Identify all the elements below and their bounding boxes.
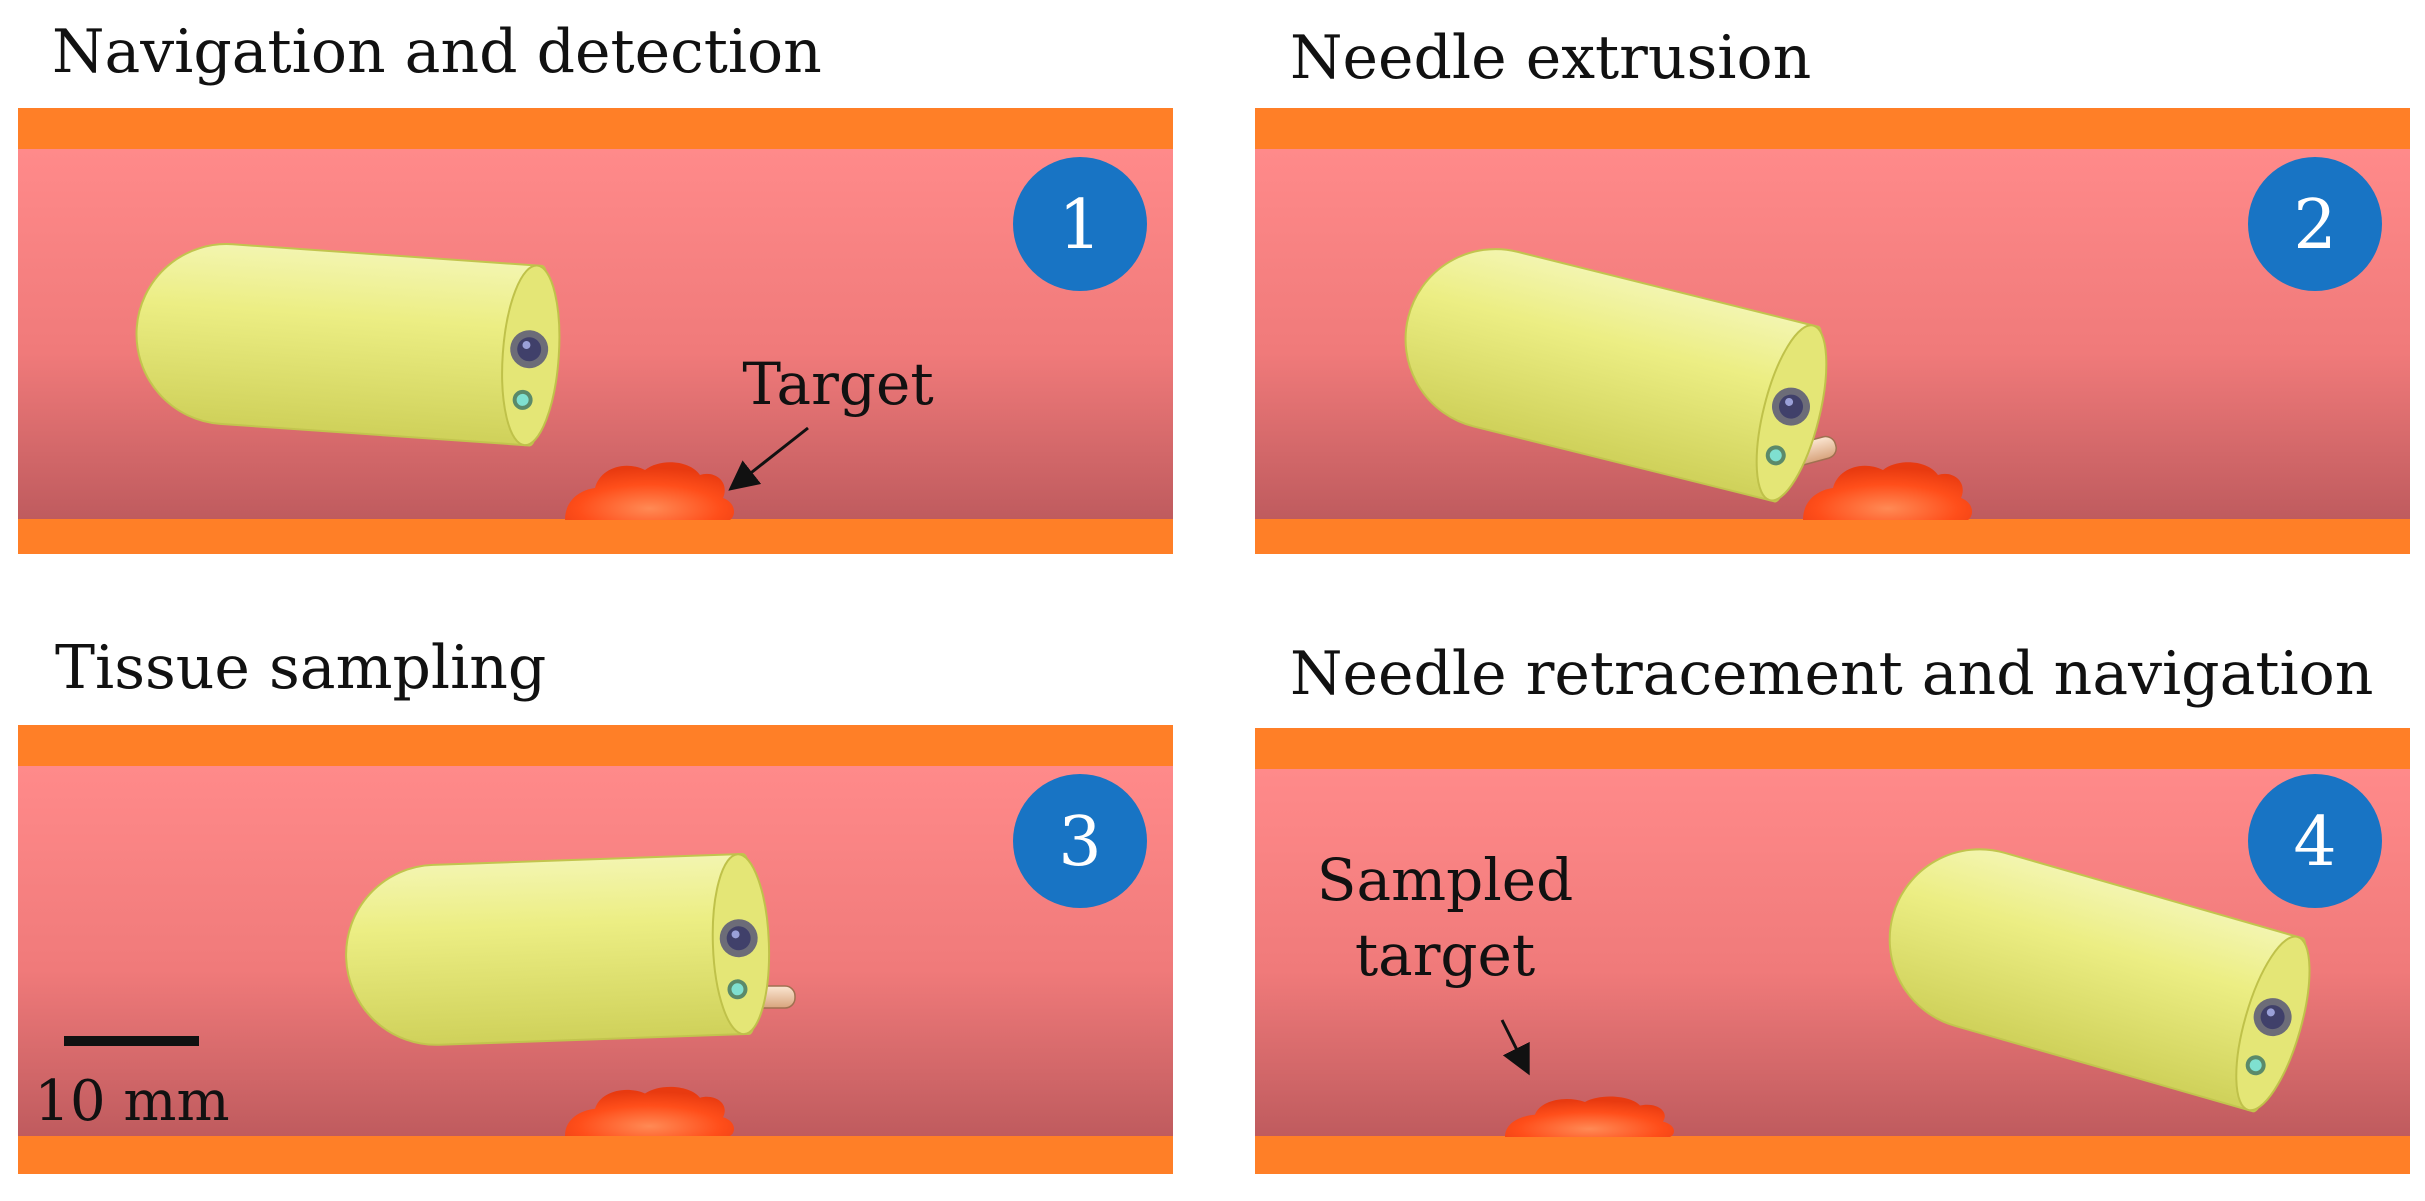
panel-4: Sampled target 4 (1255, 728, 2410, 1174)
step-badge-3: 3 (1013, 774, 1147, 908)
vessel-wall-top (18, 725, 1173, 766)
scale-bar-label: 10 mm (34, 1069, 229, 1134)
step-badge-4: 4 (2248, 774, 2382, 908)
panel-1-title: Navigation and detection (52, 17, 822, 87)
vessel-wall-bottom (1255, 519, 2410, 554)
sampled-target-label-line1: Sampled (1317, 846, 1573, 914)
capsule-robot-icon (129, 237, 566, 449)
panel-2: 2 (1255, 108, 2410, 554)
panel-2-title: Needle extrusion (1290, 23, 1812, 93)
step-number-4: 4 (2293, 803, 2336, 882)
panel-1: Target 1 (18, 108, 1173, 554)
step-badge-2: 2 (2248, 157, 2382, 291)
vessel-wall-top (18, 108, 1173, 149)
panel-3: 10 mm 3 (18, 725, 1173, 1174)
step-number-2: 2 (2293, 186, 2336, 265)
step-number-3: 3 (1058, 803, 1101, 882)
sampled-target-label-line2: target (1355, 921, 1535, 989)
panel-4-title: Needle retracement and navigation (1290, 639, 2374, 709)
step-badge-1: 1 (1013, 157, 1147, 291)
arrow-icon (728, 426, 809, 491)
scale-bar-line (64, 1036, 199, 1046)
vessel-wall-top (1255, 108, 2410, 149)
target-label: Target (742, 350, 933, 418)
vessel-wall-bottom (18, 1136, 1173, 1174)
step-number-1: 1 (1058, 186, 1101, 265)
scale-bar: 10 mm (34, 1036, 230, 1134)
vessel-wall-bottom (18, 519, 1173, 554)
vessel-wall-top (1255, 728, 2410, 769)
arrow-icon (1500, 1019, 1530, 1076)
capsule-robot-icon (342, 852, 774, 1049)
panel-3-title: Tissue sampling (55, 633, 547, 703)
vessel-wall-bottom (1255, 1136, 2410, 1174)
